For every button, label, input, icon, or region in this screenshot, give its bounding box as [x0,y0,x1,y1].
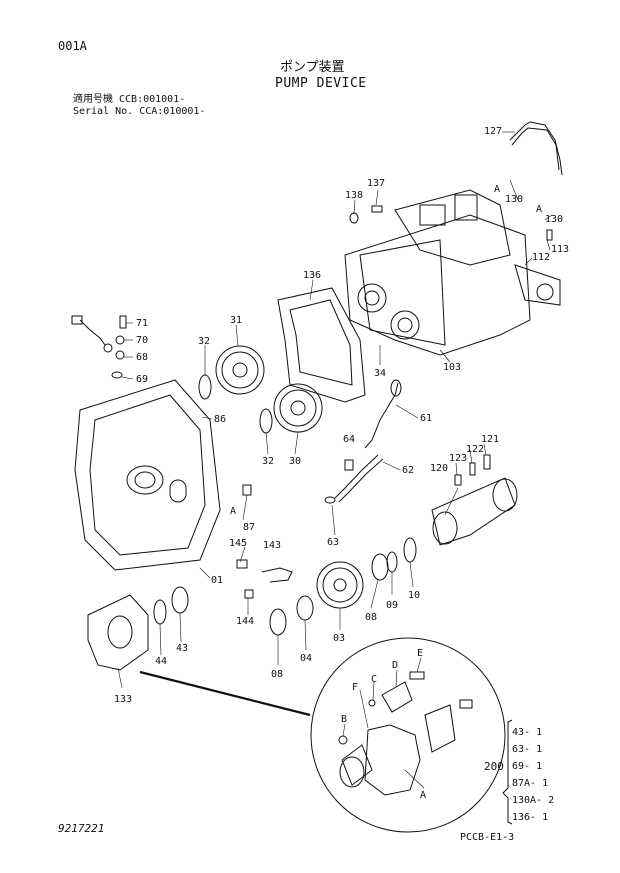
callout-86: 86 [214,414,226,425]
callout-09: 09 [386,600,398,611]
callout-145: 145 [229,538,247,549]
page-code: 001A [58,39,87,53]
bearing-08b [269,608,287,636]
gear-03 [316,561,364,609]
callout-32a: 32 [198,336,210,347]
callout-61: 61 [420,413,432,424]
callout-d: D [392,660,398,671]
callout-143: 143 [263,540,281,551]
callout-08b: 08 [271,669,283,680]
callout-121: 121 [481,434,499,445]
callout-08a: 08 [365,612,377,623]
callout-127: 127 [484,126,502,137]
footer-page-code: PCCB-E1-3 [460,832,515,843]
gear-30 [273,383,323,433]
callout-64: 64 [343,434,355,445]
callout-01: 01 [211,575,223,586]
callout-34: 34 [374,368,386,379]
callout-122: 122 [466,444,484,455]
gear-housing-01 [74,379,221,571]
callout-87: 87 [243,522,255,533]
callout-a2: A [536,204,542,215]
callout-123: 123 [449,453,467,464]
callout-10: 10 [408,590,420,601]
callout-b: B [341,714,347,725]
callout-138: 138 [345,190,363,201]
kit-item: 63- 1 [512,744,543,755]
callout-31: 31 [230,315,242,326]
callout-04: 04 [300,653,312,664]
callout-69: 69 [136,374,148,385]
kit-number: 200 [484,760,504,773]
snap-ring-32b [259,408,273,434]
hose-143 [261,567,293,583]
callout-c: C [371,674,377,685]
callout-44: 44 [155,656,167,667]
callout-03: 03 [333,633,345,644]
kit-item: 87A- 1 [512,778,549,789]
callout-103: 103 [443,362,461,373]
serial-line-2: Serial No. CCA:010001- [73,106,206,117]
callout-63: 63 [327,537,339,548]
pipe-127 [509,121,563,176]
kit-item: 69- 1 [512,761,543,772]
coupling-detail-circle [310,637,506,833]
callout-a4: A [420,790,426,801]
callout-e: E [417,648,423,659]
callout-a3: A [230,506,236,517]
callout-130b: 130 [545,214,563,225]
kit-item: 43- 1 [512,727,543,738]
callout-113: 113 [551,244,569,255]
kit-item: 130A- 2 [512,795,555,806]
callout-144: 144 [236,616,254,627]
title-japanese: ポンプ装置 [280,60,345,75]
callout-a1: A [494,184,500,195]
main-pump-assembly [344,189,561,356]
callout-130a: 130 [505,194,523,205]
bearing-08a [371,553,389,581]
callout-70: 70 [136,335,148,346]
callout-133: 133 [114,694,132,705]
callout-30: 30 [289,456,301,467]
snap-ring-32 [198,374,212,400]
gear-31 [215,345,265,395]
callout-120: 120 [430,463,448,474]
callout-32b: 32 [262,456,274,467]
footer-drawing-number: 9217221 [58,822,105,835]
tube-62 [334,454,379,499]
callout-43: 43 [176,643,188,654]
coupling-133 [87,594,149,671]
serial-line-1: 適用号機 CCB:001001- [73,94,186,105]
callout-f: F [352,682,358,693]
callout-68: 68 [136,352,148,363]
callout-112: 112 [532,252,550,263]
gasket-136 [277,287,366,403]
aux-pump-120 [431,477,518,546]
dipstick-61 [364,382,399,449]
sensor-harness [79,319,106,346]
title-english: PUMP DEVICE [275,76,367,91]
callout-137: 137 [367,178,385,189]
callout-71: 71 [136,318,148,329]
kit-item: 136- 1 [512,812,549,823]
callout-136: 136 [303,270,321,281]
callout-62: 62 [402,465,414,476]
